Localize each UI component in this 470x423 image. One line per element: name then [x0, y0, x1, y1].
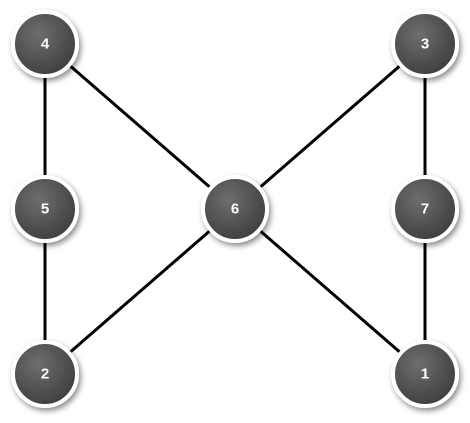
edge-6-1 [233, 207, 427, 376]
node-7: 7 [391, 175, 459, 243]
node-label: 6 [231, 201, 239, 218]
node-circle [11, 10, 79, 78]
edge-4-6 [43, 42, 237, 211]
node-label: 4 [41, 36, 50, 53]
nodes: 4 3 5 6 7 2 1 [11, 10, 459, 408]
edge-3-6 [233, 42, 427, 211]
node-label: 3 [421, 36, 429, 53]
node-1: 1 [391, 340, 459, 408]
node-circle [201, 175, 269, 243]
node-2: 2 [11, 340, 79, 408]
node-6: 6 [201, 175, 269, 243]
node-circle [11, 175, 79, 243]
node-label: 1 [421, 366, 429, 383]
node-circle [391, 175, 459, 243]
edge-6-2 [43, 207, 237, 376]
node-circle [391, 340, 459, 408]
node-label: 2 [41, 366, 49, 383]
node-label: 5 [41, 201, 49, 218]
node-circle [391, 10, 459, 78]
node-5: 5 [11, 175, 79, 243]
node-circle [11, 340, 79, 408]
node-3: 3 [391, 10, 459, 78]
node-label: 7 [421, 201, 429, 218]
node-4: 4 [11, 10, 79, 78]
